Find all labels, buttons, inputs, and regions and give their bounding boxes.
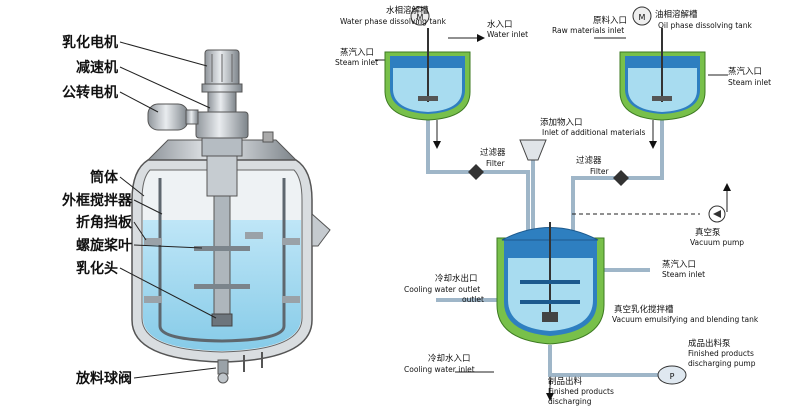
discharge-pump-en-2: discharging pump xyxy=(688,359,756,368)
signal-lines xyxy=(375,34,731,401)
steam-left-cn: 蒸汽入口 xyxy=(340,47,374,58)
steam-right-en: Steam inlet xyxy=(728,78,771,87)
raw-inlet-cn: 原料入口 xyxy=(593,15,627,26)
filter-right-cn: 过滤器 xyxy=(576,155,602,166)
label-emulsifying-head: 乳化头 xyxy=(76,260,118,277)
reactor-leader-lines xyxy=(119,41,217,379)
cooling-outlet-cn: 冷却水出口 xyxy=(435,273,478,284)
oil-phase-tank xyxy=(619,28,706,121)
filter-left-en: Filter xyxy=(486,159,505,168)
water-inlet-en: Water inlet xyxy=(487,30,528,39)
label-revolution-motor: 公转电机 xyxy=(62,84,118,101)
motor-glyph: M xyxy=(417,13,424,22)
water-inlet-cn: 水入口 xyxy=(487,19,513,30)
filter-right-icon xyxy=(613,170,629,186)
water-phase-tank xyxy=(384,28,471,121)
water-tank-motor: M xyxy=(410,6,430,26)
finished-discharge-en-2: discharging xyxy=(548,397,592,406)
cooling-outlet-en-2: outlet xyxy=(462,295,484,304)
steam-main-en: Steam inlet xyxy=(662,270,705,279)
reactor-illustration xyxy=(131,49,331,384)
filter-left-icon xyxy=(468,164,484,180)
raw-inlet-en: Raw materials inlet xyxy=(552,26,624,35)
additive-funnel xyxy=(519,139,547,161)
reducer xyxy=(195,91,249,139)
oil-tank-label-en: Oil phase dissolving tank xyxy=(658,21,753,30)
finished-discharge-en-1: Finished products xyxy=(548,387,614,396)
process-labels: 水相溶解槽 Water phase dissolving tank 水入口 Wa… xyxy=(335,5,771,406)
steam-main-cn: 蒸汽入口 xyxy=(662,259,696,270)
motor-glyph: M xyxy=(639,13,646,22)
vacuum-pump-cn: 真空泵 xyxy=(695,227,721,238)
oil-tank-motor: M xyxy=(632,6,652,26)
cooling-outlet-en: Cooling water outlet xyxy=(404,285,480,294)
label-emulsifier-motor: 乳化电机 xyxy=(62,34,118,51)
filter-left-cn: 过滤器 xyxy=(480,147,506,158)
label-reducer: 减速机 xyxy=(76,59,118,76)
discharge-pump-en-1: Finished products xyxy=(688,349,754,358)
finished-discharge-cn: 制品出料 xyxy=(548,376,583,387)
water-tank-label-en: Water phase dissolving tank xyxy=(340,17,447,26)
cooling-inlet-cn: 冷却水入口 xyxy=(428,353,471,364)
discharge-pump-cn: 成品出料泵 xyxy=(688,338,731,349)
pump-glyph: P xyxy=(670,372,675,381)
water-tank-label-cn: 水相溶解槽 xyxy=(386,5,429,16)
oil-tank-label-cn: 油相溶解槽 xyxy=(655,9,698,20)
filter-right-en: Filter xyxy=(590,167,609,176)
reactor-labels: 乳化电机 减速机 公转电机 筒体 外框搅拌器 折角挡板 螺旋桨叶 乳化头 放料球… xyxy=(62,34,133,387)
cooling-inlet-en: Cooling water inlet xyxy=(404,365,475,374)
vacuum-pump-en: Vacuum pump xyxy=(690,238,744,247)
label-folded-baffle: 折角挡板 xyxy=(76,214,133,231)
additive-inlet-en: Inlet of additional materials xyxy=(542,128,646,137)
discharge-pump-icon: P xyxy=(657,365,687,385)
vacuum-pump-icon xyxy=(708,205,726,223)
vacuum-emulsifying-tank xyxy=(496,222,605,345)
label-cylinder: 筒体 xyxy=(90,169,119,186)
additive-inlet-cn: 添加物入口 xyxy=(540,117,583,128)
tank-label-en: Vacuum emulsifying and blending tank xyxy=(612,315,759,324)
steam-right-cn: 蒸汽入口 xyxy=(728,66,762,77)
tank-label-cn: 真空乳化搅拌槽 xyxy=(614,304,674,315)
revolution-motor xyxy=(147,103,199,131)
label-spiral-paddle: 螺旋桨叶 xyxy=(76,237,132,254)
emulsifier-motor xyxy=(201,49,243,93)
label-discharge-ball-valve: 放料球阀 xyxy=(75,370,132,387)
label-outer-frame-agitator: 外框搅拌器 xyxy=(62,192,133,209)
steam-left-en: Steam inlet xyxy=(335,58,378,67)
